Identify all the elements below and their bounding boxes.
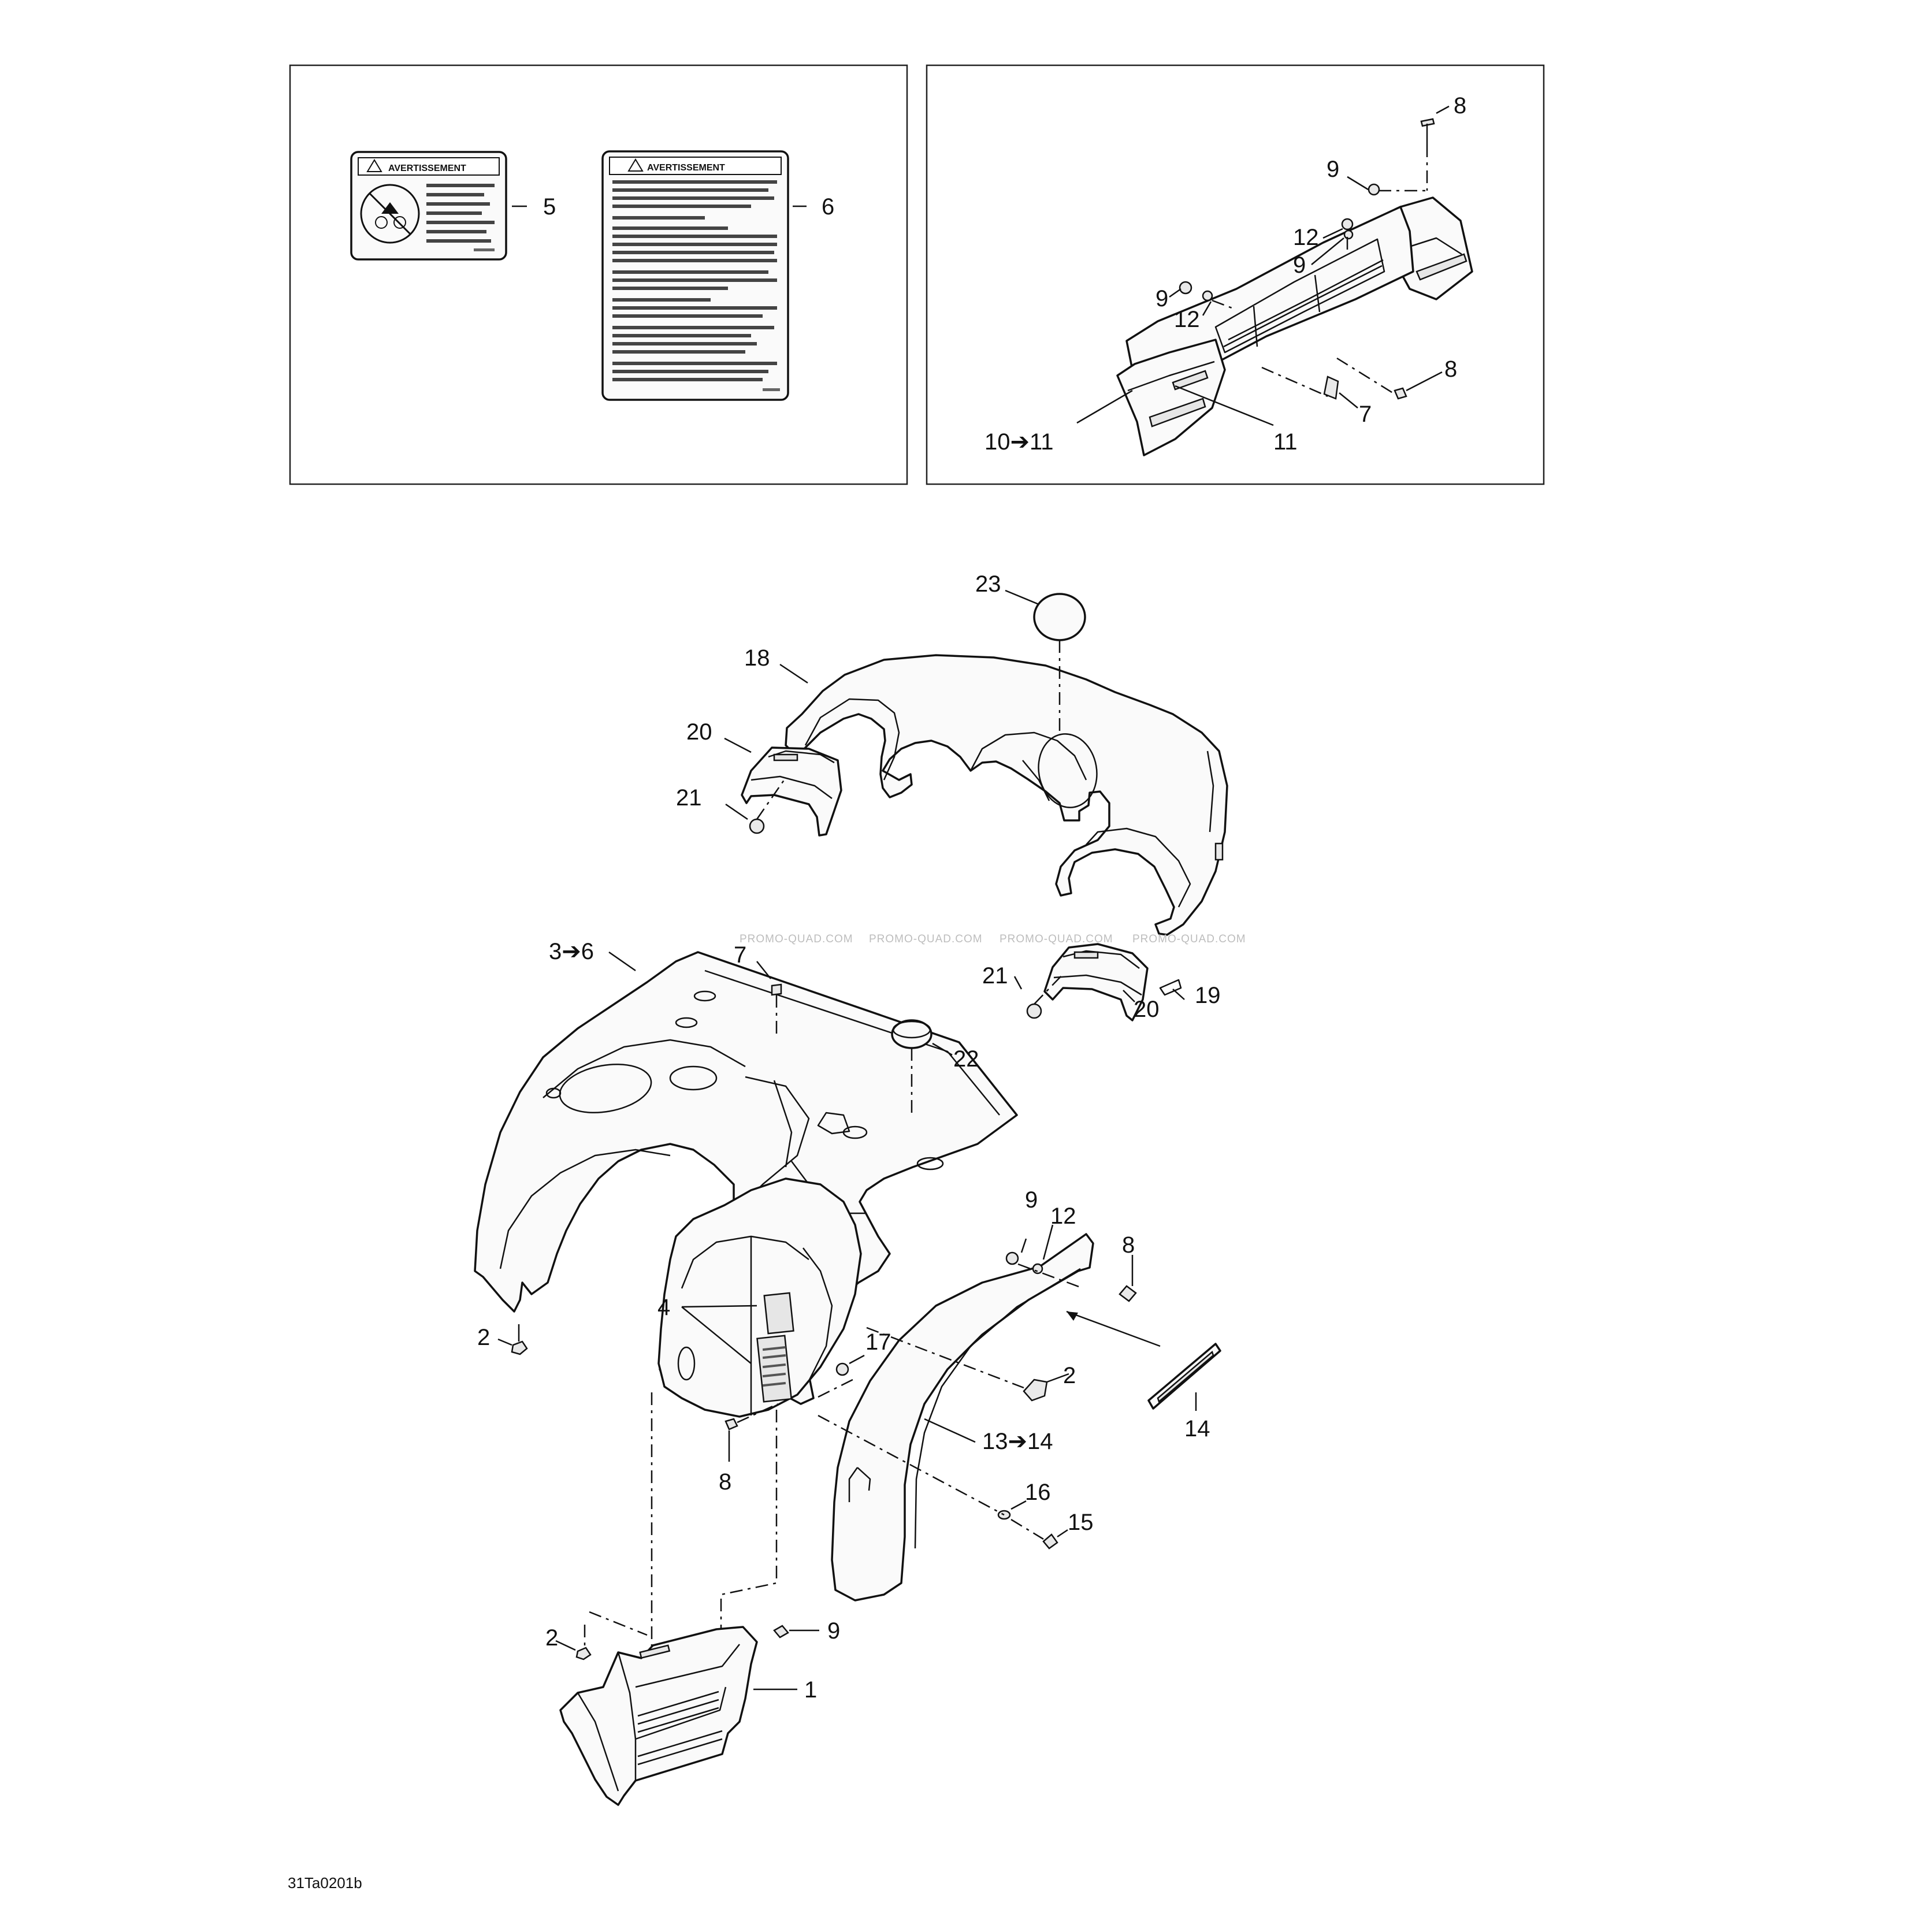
callout-18: 18 — [744, 645, 770, 671]
decals-inset-frame — [289, 64, 908, 485]
callout-12-grille-a: 12 — [1293, 225, 1319, 250]
callout-4: 4 — [657, 1295, 670, 1320]
rivet-2-footwell — [575, 1647, 592, 1660]
emblem-14 — [1147, 1343, 1221, 1410]
watermark-2: PROMO-QUAD.COM — [869, 933, 983, 945]
callout-12-side: 12 — [1050, 1203, 1076, 1229]
callout-9-grille-b: 9 — [1293, 252, 1306, 278]
screw-8-side — [1119, 1285, 1137, 1302]
warning-decal-small-title: AVERTISSEMENT — [388, 164, 466, 173]
callout-10-to-11: 10➔11 — [984, 429, 1054, 455]
callout-9-grille-a: 9 — [1327, 157, 1339, 182]
callout-11: 11 — [1273, 429, 1298, 455]
front-fender-assembly — [785, 654, 1228, 936]
callout-21-right: 21 — [982, 963, 1008, 989]
headlight-bracket-right — [1043, 943, 1149, 1021]
warning-decal-large-title: AVERTISSEMENT — [647, 163, 725, 173]
callout-17: 17 — [865, 1329, 891, 1355]
rear-fender-body — [474, 951, 1018, 1418]
no-passenger-icon — [360, 184, 420, 244]
drawing-code: 31Ta0201b — [288, 1874, 362, 1892]
front-grille-assembly — [1116, 196, 1473, 456]
callout-21-left: 21 — [676, 785, 702, 811]
callout-8-grille-right: 8 — [1444, 356, 1457, 382]
watermark-3: PROMO-QUAD.COM — [1000, 933, 1113, 945]
watermark-1: PROMO-QUAD.COM — [740, 933, 853, 945]
callout-16: 16 — [1025, 1480, 1051, 1505]
callout-14: 14 — [1184, 1416, 1210, 1441]
callout-2-footwell: 2 — [545, 1625, 558, 1651]
rivet-2-side — [1023, 1379, 1048, 1402]
washer-9-footwell — [773, 1625, 789, 1639]
grille-hardware — [1179, 118, 1435, 400]
screw-8-lower — [724, 1418, 738, 1431]
footwell-panel — [559, 1626, 758, 1806]
screw-7-upper — [771, 983, 782, 996]
callout-8-grille-top: 8 — [1454, 93, 1466, 118]
callout-8-lower: 8 — [719, 1469, 731, 1495]
watermark-4: PROMO-QUAD.COM — [1132, 933, 1246, 945]
callout-23: 23 — [975, 571, 1001, 597]
callout-9-grille-c: 9 — [1156, 286, 1168, 311]
callout-12-grille-b: 12 — [1174, 307, 1200, 332]
rivet-2-left — [511, 1340, 528, 1355]
callout-20-left: 20 — [686, 719, 712, 745]
callout-8-side: 8 — [1122, 1232, 1135, 1258]
callout-6: 6 — [822, 194, 834, 220]
front-grille-inset-frame — [926, 64, 1545, 485]
screw-15 — [1042, 1533, 1058, 1550]
clip-19 — [1159, 979, 1182, 996]
callout-22: 22 — [953, 1046, 979, 1072]
callout-2-side: 2 — [1063, 1363, 1076, 1388]
callout-2-left: 2 — [477, 1325, 490, 1350]
callout-20-right: 20 — [1134, 997, 1160, 1022]
callout-7-upper: 7 — [734, 942, 746, 968]
screw-17 — [835, 1362, 849, 1376]
warning-decal-small: AVERTISSEMENT — [350, 151, 507, 261]
headlight-bracket-left — [741, 746, 842, 837]
callout-9-side: 9 — [1025, 1187, 1038, 1213]
callout-3-to-6: 3➔6 — [549, 939, 594, 964]
callout-13-to-14: 13➔14 — [982, 1429, 1053, 1454]
warning-decal-large: AVERTISSEMENT — [601, 150, 789, 401]
callout-19: 19 — [1195, 983, 1221, 1008]
callout-7-grille: 7 — [1359, 402, 1372, 427]
callout-15: 15 — [1068, 1510, 1094, 1535]
side-panel — [831, 1233, 1094, 1602]
callout-9-footwell: 9 — [827, 1618, 840, 1644]
callout-5: 5 — [543, 194, 556, 220]
callout-1: 1 — [804, 1677, 817, 1703]
headlight-cap-23 — [1033, 593, 1086, 641]
